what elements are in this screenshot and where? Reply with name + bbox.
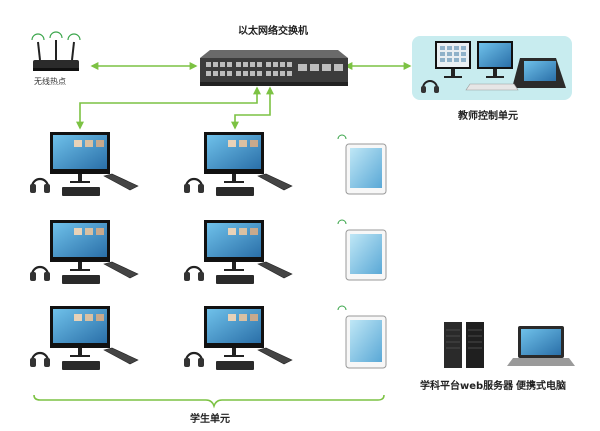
laptop-label: 便携式电脑 [516,381,566,392]
terminal-box-icon [62,275,100,284]
keypad-icon [257,173,293,191]
teacher-unit-label: 教师控制单元 [458,111,518,122]
terminal-box-icon [62,187,100,196]
terminal-box-icon [62,361,100,370]
web-server-icon [444,322,484,368]
server-label: 学科平台web服务器 [420,381,514,392]
headset-icon [184,351,204,367]
keypad-icon [103,173,139,191]
hotspot-label: 无线热点 [34,77,66,86]
wireless-hotspot-icon [31,31,81,71]
student-unit-label: 学生单元 [190,414,230,425]
keypad-icon [257,347,293,365]
student-station [184,306,293,370]
keypad-icon [257,261,293,279]
terminal-box-icon [216,275,254,284]
student-stations [30,132,293,370]
headset-icon [184,177,204,193]
switch-label: 以太网络交换机 [238,26,308,37]
laptop-icon [507,326,575,366]
monitor-icon [50,132,110,183]
monitor-icon [50,220,110,271]
teacher-unit-panel [412,36,572,100]
student-brace [33,394,385,409]
terminal-box-icon [216,187,254,196]
student-station [184,220,293,284]
headset-icon [184,265,204,281]
headset-icon [30,351,50,367]
ethernet-switch-icon [200,50,348,86]
monitor-icon [204,306,264,357]
monitor-icon [204,132,264,183]
headset-icon [30,265,50,281]
keypad-icon [103,347,139,365]
tablet-icon [337,219,387,281]
student-station [30,220,139,284]
headset-icon [30,177,50,193]
tablet-icon [337,305,387,369]
monitor-icon [50,306,110,357]
student-station [30,306,139,370]
tablet-icon [337,134,387,195]
keypad-icon [103,261,139,279]
student-station [184,132,293,196]
terminal-box-icon [216,361,254,370]
connector-lines [76,62,412,130]
monitor-icon [204,220,264,271]
student-station [30,132,139,196]
